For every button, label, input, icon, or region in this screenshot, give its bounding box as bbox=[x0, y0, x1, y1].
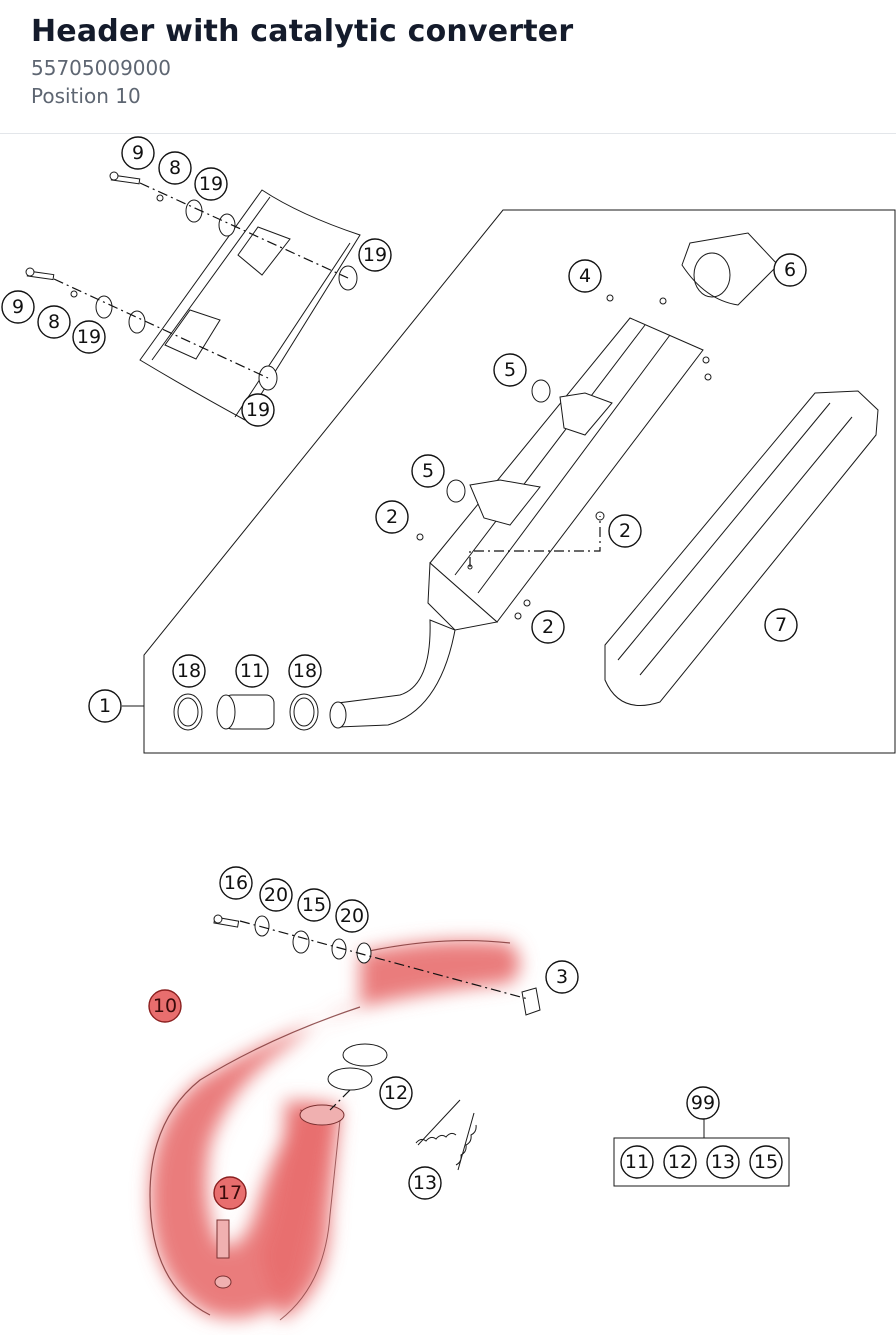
callout-label: 19 bbox=[363, 244, 387, 266]
assembly-frame bbox=[143, 209, 896, 754]
callout-label: 1 bbox=[99, 695, 111, 717]
coupling-parts bbox=[173, 693, 319, 731]
callout-label: 9 bbox=[12, 296, 24, 318]
callout-label: 99 bbox=[691, 1092, 715, 1114]
muffler-sleeve bbox=[604, 390, 879, 706]
callout-label: 20 bbox=[340, 905, 364, 927]
callout-bubble[interactable]: 5 bbox=[411, 454, 445, 488]
callout-label: 4 bbox=[579, 265, 591, 287]
callout-label: 10 bbox=[153, 995, 177, 1017]
callout-label: 9 bbox=[132, 142, 144, 164]
callout-label: 19 bbox=[77, 326, 101, 348]
callout-bubble[interactable]: 12 bbox=[663, 1145, 697, 1179]
callout-bubble[interactable]: 2 bbox=[375, 500, 409, 534]
exploded-parts-diagram: 9 8 19 19 9 8 19 19 4 6 5 5 2 2 2 7 18 1… bbox=[1, 136, 896, 1321]
callout-bubble[interactable]: 15 bbox=[297, 888, 331, 922]
callout-bubble-highlighted[interactable]: 10 bbox=[148, 989, 182, 1023]
callout-bubble[interactable]: 8 bbox=[37, 305, 71, 339]
callout-label: 11 bbox=[625, 1151, 649, 1173]
callout-bubble[interactable]: 4 bbox=[568, 259, 602, 293]
callout-bubble[interactable]: 99 bbox=[686, 1086, 720, 1120]
callout-label: 13 bbox=[413, 1172, 437, 1194]
callout-bubble[interactable]: 5 bbox=[493, 353, 527, 387]
callout-label: 15 bbox=[302, 894, 326, 916]
gaskets-and-springs bbox=[327, 1043, 477, 1171]
silencer-body bbox=[329, 317, 704, 729]
end-cap bbox=[681, 232, 779, 306]
callout-label: 16 bbox=[224, 872, 248, 894]
callout-label: 13 bbox=[711, 1151, 735, 1173]
callout-label: 18 bbox=[177, 660, 201, 682]
callout-label: 7 bbox=[775, 614, 787, 636]
callout-label: 11 bbox=[240, 660, 264, 682]
callout-bubble[interactable]: 2 bbox=[531, 610, 565, 644]
callout-bubble[interactable]: 19 bbox=[241, 393, 275, 427]
mounting-bracket bbox=[139, 189, 361, 421]
callout-label: 17 bbox=[218, 1182, 242, 1204]
callout-label: 2 bbox=[619, 520, 631, 542]
callout-bubble[interactable]: 16 bbox=[219, 866, 253, 900]
callout-bubble[interactable]: 19 bbox=[72, 320, 106, 354]
callout-bubble[interactable]: 2 bbox=[608, 514, 642, 548]
position-label: Position 10 bbox=[31, 84, 141, 108]
callout-bubble-highlighted[interactable]: 17 bbox=[213, 1176, 247, 1210]
callout-bubble[interactable]: 19 bbox=[358, 238, 392, 272]
callout-bubble[interactable]: 18 bbox=[172, 654, 206, 688]
highlight-glow-header-pipe bbox=[150, 940, 520, 1320]
callout-label: 8 bbox=[48, 311, 60, 333]
callout-bubble[interactable]: 9 bbox=[121, 136, 155, 170]
small-hardware bbox=[416, 294, 712, 620]
callout-bubble[interactable]: 7 bbox=[764, 608, 798, 642]
callout-label: 15 bbox=[754, 1151, 778, 1173]
callout-label: 6 bbox=[784, 259, 796, 281]
callout-bubble[interactable]: 11 bbox=[235, 654, 269, 688]
callout-bubble[interactable]: 3 bbox=[545, 960, 579, 994]
callout-label: 5 bbox=[422, 460, 434, 482]
callout-label: 2 bbox=[386, 506, 398, 528]
header-pipe bbox=[149, 939, 511, 1321]
page-title: Header with catalytic converter bbox=[31, 14, 574, 49]
callout-bubble[interactable]: 8 bbox=[158, 151, 192, 185]
callout-bubble[interactable]: 19 bbox=[194, 167, 228, 201]
callout-bubble[interactable]: 15 bbox=[749, 1145, 783, 1179]
page-header: Header with catalytic converter 55705009… bbox=[0, 0, 896, 134]
callout-layer: 9 8 19 19 9 8 19 19 4 6 5 5 2 2 2 7 18 1… bbox=[1, 136, 807, 1210]
callout-label: 12 bbox=[384, 1082, 408, 1104]
callout-label: 5 bbox=[504, 359, 516, 381]
callout-bubble[interactable]: 20 bbox=[259, 878, 293, 912]
bolt-lower bbox=[25, 267, 278, 391]
callout-bubble[interactable]: 20 bbox=[335, 899, 369, 933]
callout-label: 19 bbox=[246, 399, 270, 421]
callout-bubble[interactable]: 13 bbox=[408, 1166, 442, 1200]
part-number: 55705009000 bbox=[31, 56, 171, 80]
callout-bubble[interactable]: 9 bbox=[1, 290, 35, 324]
callout-bubble[interactable]: 18 bbox=[288, 654, 322, 688]
bolt-upper bbox=[109, 171, 358, 291]
callout-label: 20 bbox=[264, 884, 288, 906]
callout-bubble[interactable]: 13 bbox=[706, 1145, 740, 1179]
callout-label: 12 bbox=[668, 1151, 692, 1173]
callout-bubble[interactable]: 12 bbox=[379, 1076, 413, 1110]
callout-label: 18 bbox=[293, 660, 317, 682]
callout-label: 2 bbox=[542, 616, 554, 638]
callout-label: 19 bbox=[199, 173, 223, 195]
spark-plug bbox=[214, 1219, 232, 1289]
callout-label: 8 bbox=[169, 157, 181, 179]
callout-label: 3 bbox=[556, 966, 568, 988]
callout-bubble[interactable]: 6 bbox=[773, 253, 807, 287]
callout-bubble[interactable]: 11 bbox=[620, 1145, 654, 1179]
callout-bubble[interactable]: 1 bbox=[88, 689, 122, 723]
